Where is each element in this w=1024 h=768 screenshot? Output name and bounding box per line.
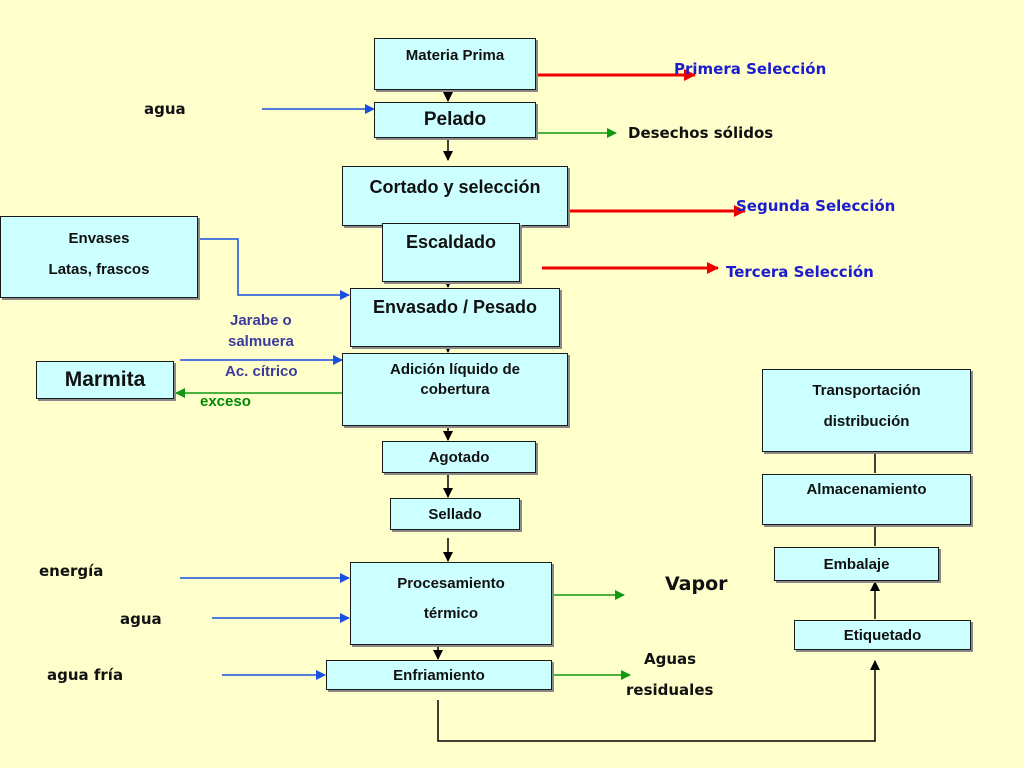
agotado-box: Agotado xyxy=(382,441,536,473)
vapor-label: Vapor xyxy=(665,573,728,595)
transportacion-box: Transportación distribución xyxy=(762,369,971,452)
cortado-box: Cortado y selección xyxy=(342,166,568,226)
sellado-label: Sellado xyxy=(428,505,482,523)
agua-bottom-label: agua xyxy=(120,610,162,628)
envasado-label: Envasado / Pesado xyxy=(372,297,538,317)
procesamiento-label-line2: térmico xyxy=(423,605,479,622)
pelado-box: Pelado xyxy=(374,102,536,138)
flow-arrow xyxy=(437,660,880,742)
cortado-label: Cortado y selección xyxy=(369,177,541,197)
tercera-seleccion-label: Tercera Selección xyxy=(726,263,874,281)
desechos-solidos-label: Desechos sólidos xyxy=(628,124,774,142)
transportacion-label-line1: Transportación xyxy=(812,382,921,399)
almacenamiento-box: Almacenamiento xyxy=(762,474,971,525)
materia-prima-box: Materia Prima xyxy=(374,38,536,90)
jarabe-label-line2: salmuera xyxy=(228,333,294,350)
exceso-label: exceso xyxy=(200,393,251,410)
marmita-box: Marmita xyxy=(36,361,174,399)
envases-label-line1: Envases xyxy=(68,230,130,247)
procesamiento-label-line1: Procesamiento xyxy=(397,575,505,592)
almacenamiento-label: Almacenamiento xyxy=(806,481,927,498)
agua-fria-label: agua fría xyxy=(47,666,124,684)
envasado-box: Envasado / Pesado xyxy=(350,288,560,347)
aguas-label-line1: Aguas xyxy=(644,650,697,668)
segunda-seleccion-label: Segunda Selección xyxy=(736,197,896,215)
agotado-label: Agotado xyxy=(428,448,490,466)
etiquetado-box: Etiquetado xyxy=(794,620,971,650)
sellado-box: Sellado xyxy=(390,498,520,530)
escaldado-label: Escaldado xyxy=(405,232,497,252)
envases-box: Envases Latas, frascos xyxy=(0,216,198,298)
adicion-box: Adición líquido de cobertura xyxy=(342,353,568,426)
enfriamiento-box: Enfriamiento xyxy=(326,660,552,690)
escaldado-box: Escaldado xyxy=(382,223,520,282)
transportacion-label-line2: distribución xyxy=(823,413,910,430)
procesamiento-box: Procesamiento térmico xyxy=(350,562,552,645)
ac-citrico-label: Ac. cítrico xyxy=(225,363,298,380)
pelado-label: Pelado xyxy=(423,109,487,130)
energia-label: energía xyxy=(39,562,104,580)
jarabe-label-line1: Jarabe o xyxy=(230,312,292,329)
marmita-label: Marmita xyxy=(64,368,146,391)
aguas-label-line2: residuales xyxy=(626,681,714,699)
embalaje-box: Embalaje xyxy=(774,547,939,581)
primera-seleccion-label: Primera Selección xyxy=(674,60,827,78)
envases-label-line2: Latas, frascos xyxy=(48,261,150,278)
adicion-label-line1: Adición líquido de xyxy=(390,361,520,378)
enfriamiento-label: Enfriamiento xyxy=(393,666,485,684)
agua-top-label: agua xyxy=(144,100,186,118)
etiquetado-label: Etiquetado xyxy=(843,626,922,644)
materia-prima-label: Materia Prima xyxy=(405,47,505,64)
input-arrow xyxy=(199,238,350,300)
adicion-label-line2: cobertura xyxy=(420,381,490,398)
embalaje-label: Embalaje xyxy=(823,555,890,573)
